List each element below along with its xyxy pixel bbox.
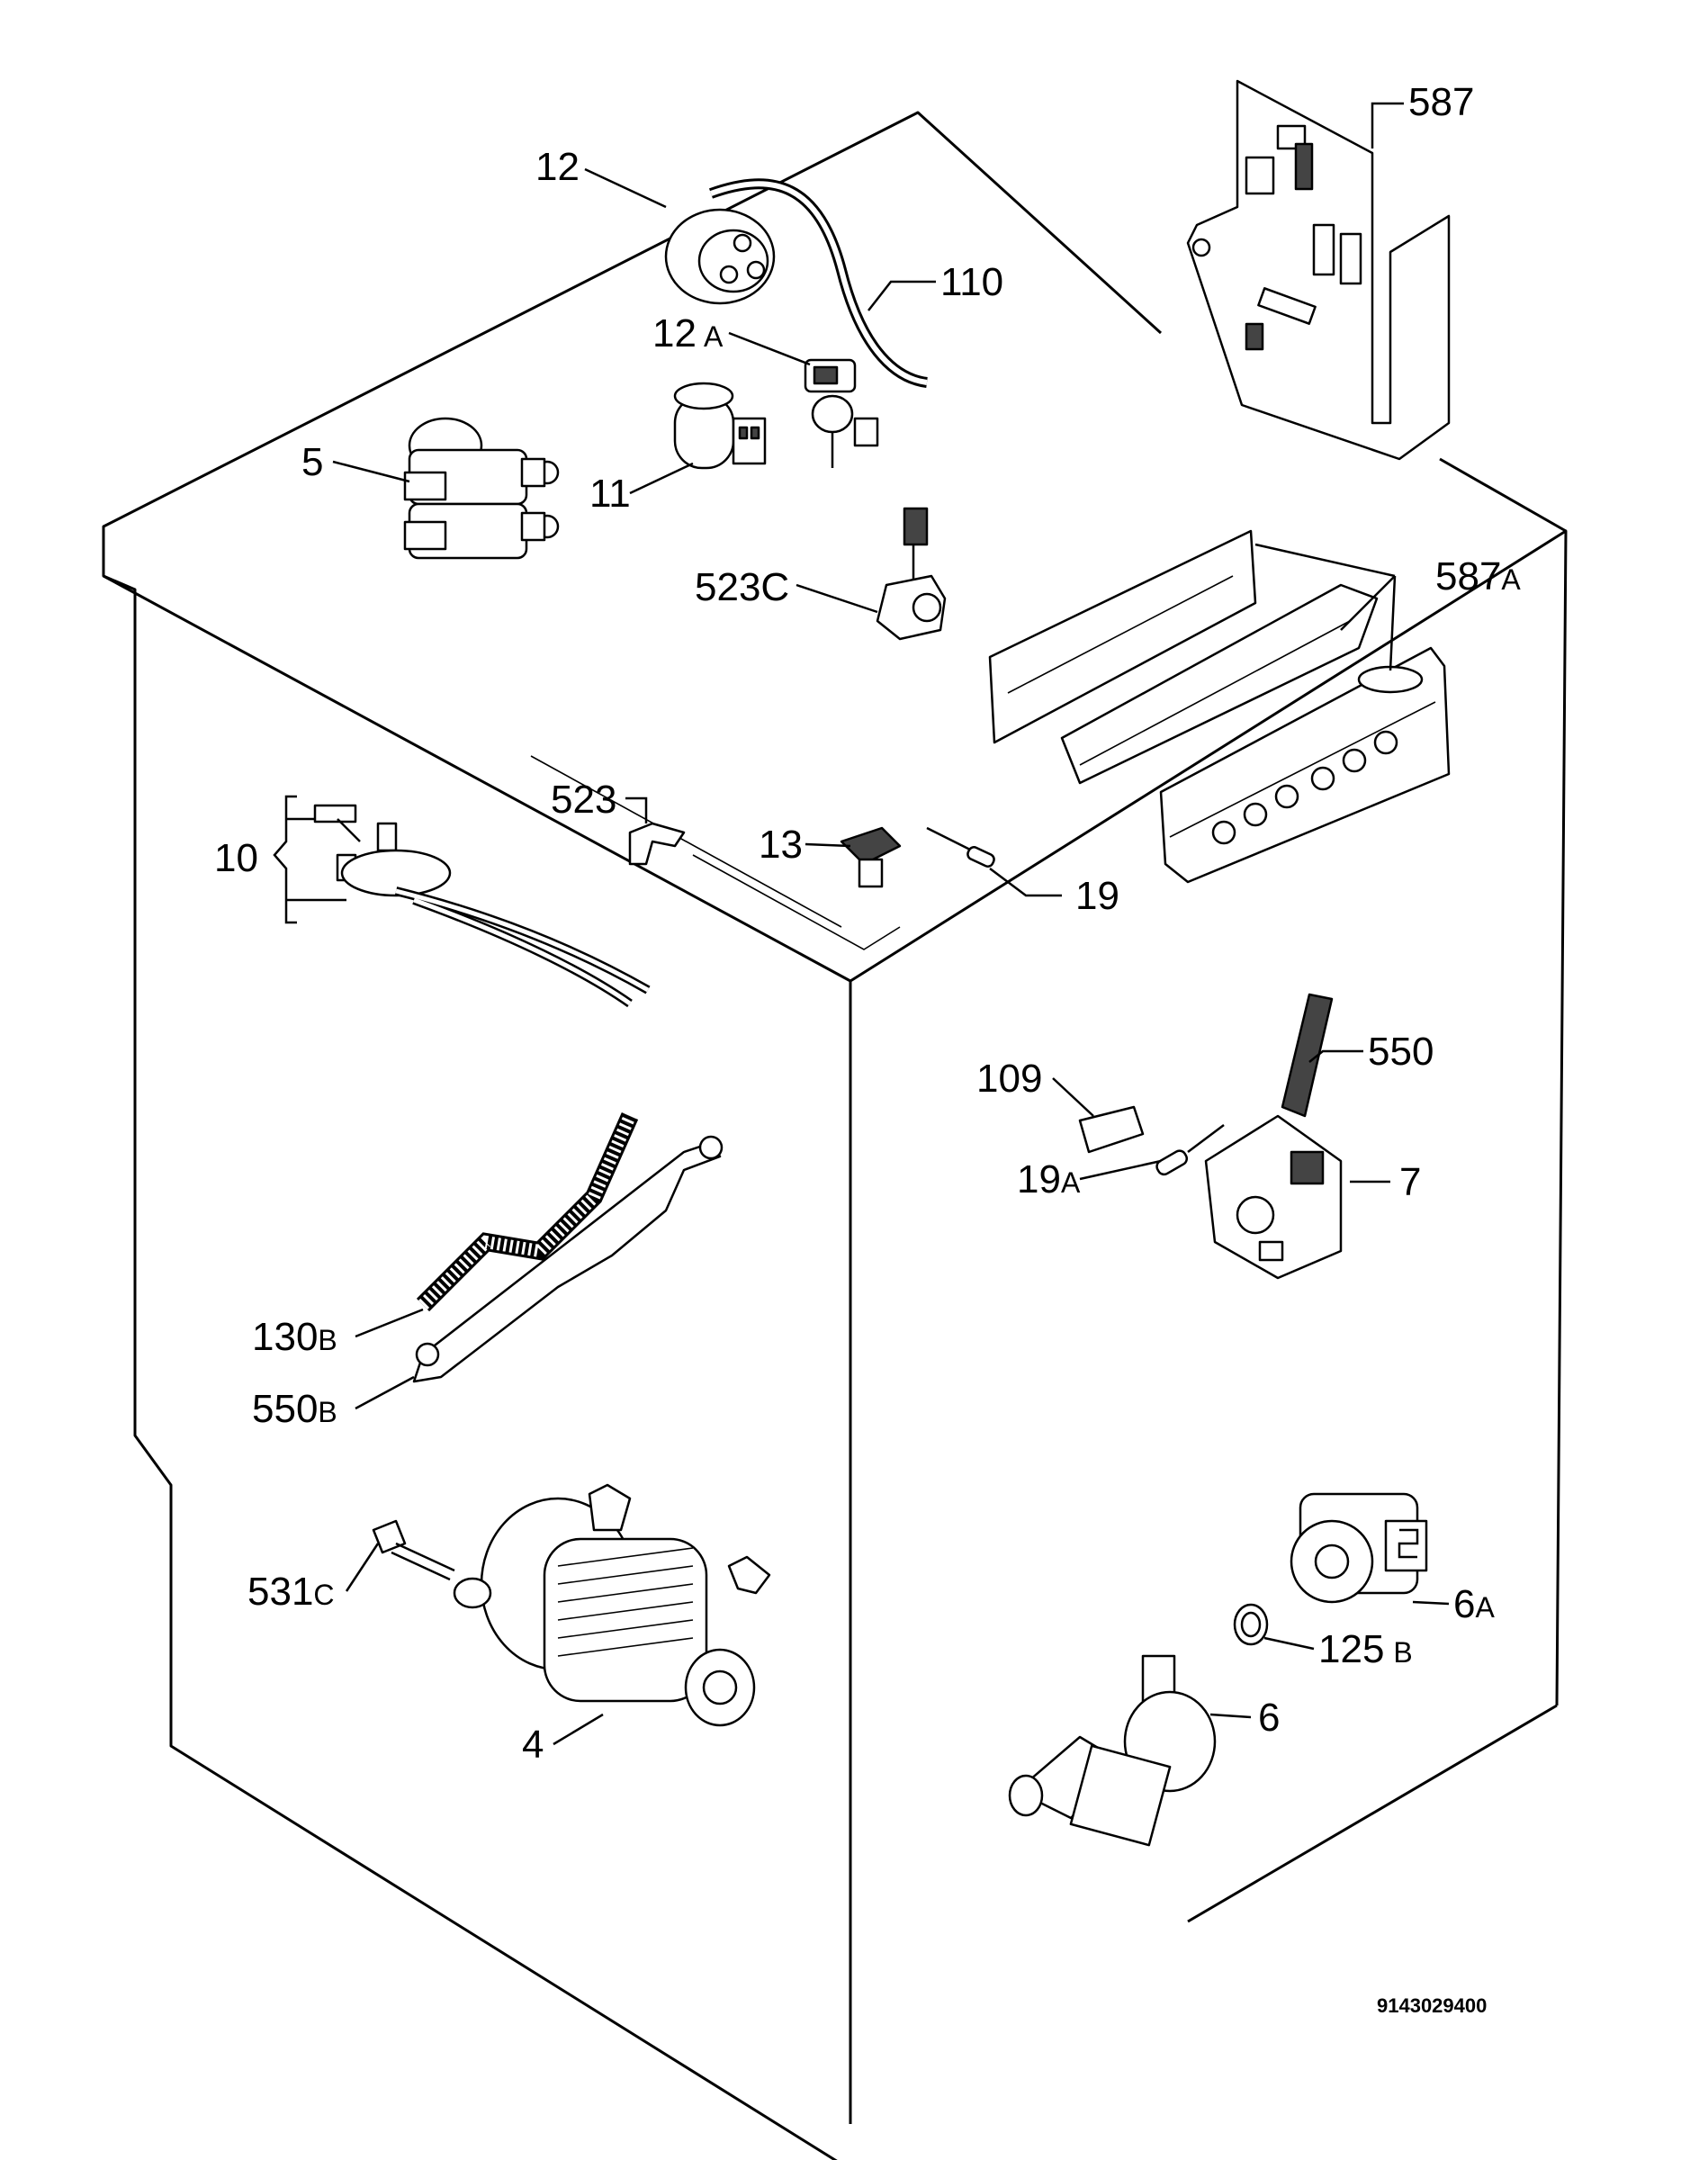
- callout-587a: 587A: [1435, 554, 1521, 598]
- callout-10: 10: [214, 836, 258, 880]
- part-5-inlet-valve: [403, 417, 560, 560]
- part-110-hose: [708, 178, 929, 388]
- part-531c-screw: [372, 1519, 455, 1581]
- callout-7: 7: [1399, 1160, 1421, 1204]
- part-109-bracket: [1078, 1105, 1145, 1154]
- part-523c-door-lock: [876, 507, 947, 641]
- part-587-electronic-module: [1186, 79, 1451, 461]
- callout-12: 12: [535, 145, 580, 189]
- callout-4: 4: [522, 1723, 544, 1767]
- part-12a-pressure-sensor: [804, 358, 879, 468]
- cabinet-outline: [102, 111, 1568, 2160]
- callout-6: 6: [1258, 1696, 1280, 1740]
- part-130b-gasket: [416, 1112, 639, 1312]
- callout-110: 110: [940, 260, 1003, 304]
- part-6-drain-pump: [1008, 1654, 1217, 1847]
- part-12-pressure-switch: [664, 208, 776, 305]
- callout-19: 19: [1075, 874, 1119, 918]
- callout-550b: 550B: [252, 1387, 337, 1431]
- part-13-suppressor: [840, 826, 902, 888]
- callout-550: 550: [1368, 1030, 1434, 1074]
- part-125b-o-ring: [1233, 1603, 1269, 1646]
- control-board-knob-holes: [1211, 730, 1398, 845]
- callout-130b: 130B: [252, 1315, 337, 1359]
- part-6a-pump-motor: [1290, 1492, 1428, 1604]
- callout-5: 5: [301, 440, 323, 484]
- document-id: 9143029400: [1377, 1994, 1487, 2017]
- callout-11: 11: [589, 472, 631, 516]
- callout-587: 587: [1408, 80, 1474, 124]
- part-7-door-interlock: [1204, 1114, 1343, 1280]
- part-550b-rod: [412, 1135, 724, 1383]
- callout-523: 523: [551, 778, 616, 822]
- callout-109: 109: [976, 1057, 1042, 1101]
- part-4-motor: [453, 1483, 771, 1727]
- part-11-capacitor: [673, 382, 767, 470]
- part-10-heating-element: [313, 804, 651, 1008]
- callout-523c: 523C: [695, 565, 789, 609]
- callout-13: 13: [759, 823, 803, 867]
- part-587a-control-boards: [988, 529, 1451, 884]
- leader-lines: [273, 102, 1450, 1746]
- part-523-connector: [628, 822, 686, 866]
- part-19a-sensor: [1155, 1124, 1225, 1176]
- callout-6a: 6A: [1453, 1582, 1495, 1626]
- part-19-ntc-sensor: [926, 826, 995, 868]
- part-550-lever: [1281, 993, 1334, 1118]
- callout-19a: 19A: [1017, 1157, 1081, 1202]
- callout-531c: 531C: [247, 1570, 335, 1614]
